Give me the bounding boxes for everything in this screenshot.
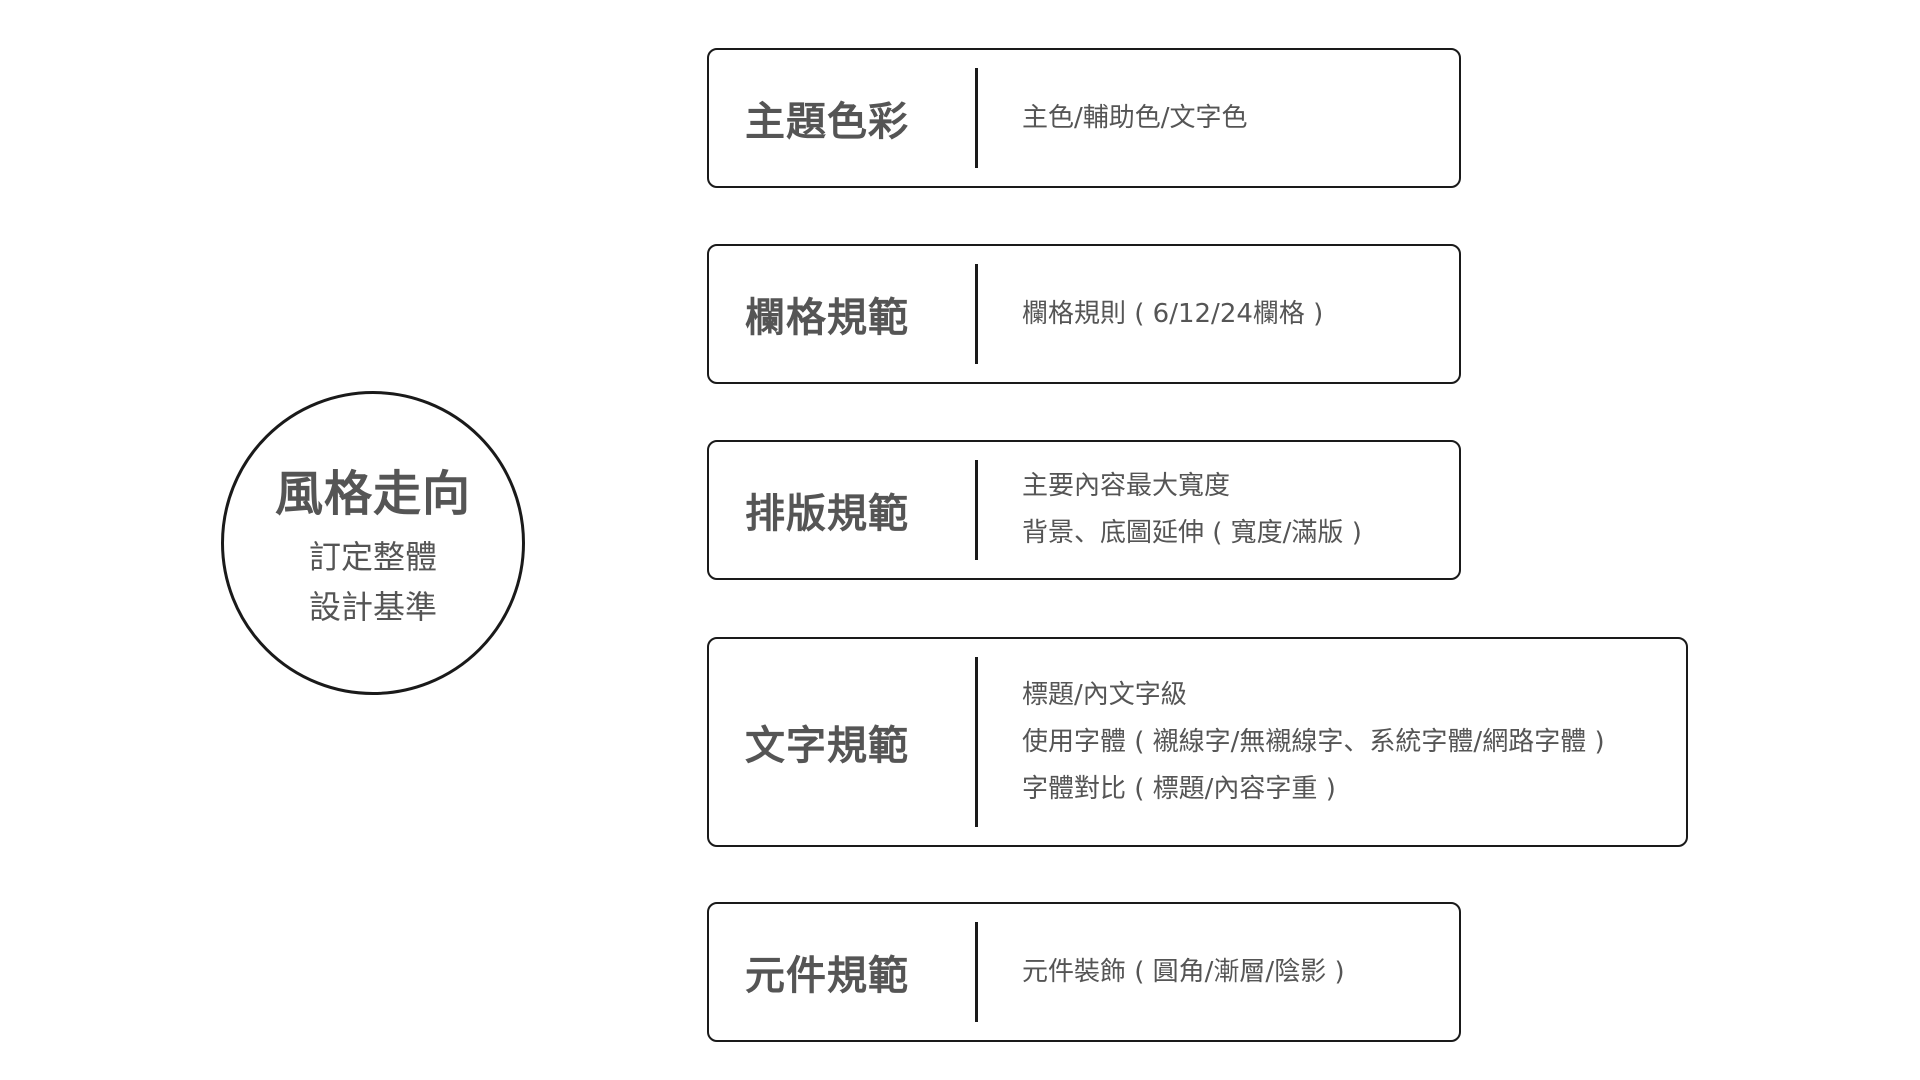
card-title: 排版規範 — [745, 491, 909, 537]
card-line: 元件裝飾 ( 圓角/漸層/陰影 ) — [1022, 956, 1345, 987]
card-line: 標題/內文字級 — [1022, 679, 1187, 710]
card-grid-spec: 欄格規範 欄格規則 ( 6/12/24欄格 ) — [707, 244, 1461, 384]
hub-circle: 風格走向 訂定整體 設計基準 — [221, 391, 525, 695]
card-typography-spec: 文字規範 標題/內文字級 使用字體 ( 襯線字/無襯線字、系統字體/網路字體 )… — [707, 637, 1688, 847]
card-title: 主題色彩 — [745, 99, 909, 145]
hub-title: 風格走向 — [274, 466, 471, 522]
card-title: 元件規範 — [745, 953, 909, 999]
card-component-spec: 元件規範 元件裝飾 ( 圓角/漸層/陰影 ) — [707, 902, 1461, 1042]
card-layout-spec: 排版規範 主要內容最大寬度 背景、底圖延伸 ( 寬度/滿版 ) — [707, 440, 1461, 580]
card-lines: 標題/內文字級 使用字體 ( 襯線字/無襯線字、系統字體/網路字體 ) 字體對比… — [1022, 639, 1666, 845]
card-theme-color: 主題色彩 主色/輔助色/文字色 — [707, 48, 1461, 188]
hub-subtitle-line-2: 設計基準 — [308, 588, 437, 626]
card-lines: 欄格規則 ( 6/12/24欄格 ) — [1022, 246, 1439, 382]
card-lines: 元件裝飾 ( 圓角/漸層/陰影 ) — [1022, 904, 1439, 1040]
card-line: 字體對比 ( 標題/內容字重 ) — [1022, 773, 1336, 804]
card-line: 主要內容最大寬度 — [1022, 471, 1231, 501]
card-divider — [975, 264, 978, 364]
card-lines: 主要內容最大寬度 背景、底圖延伸 ( 寬度/滿版 ) — [1022, 442, 1439, 578]
hub-subtitle-line-1: 訂定整體 — [308, 538, 437, 576]
card-line: 欄格規則 ( 6/12/24欄格 ) — [1022, 298, 1324, 329]
card-line: 背景、底圖延伸 ( 寬度/滿版 ) — [1022, 518, 1362, 548]
card-title: 欄格規範 — [745, 295, 909, 341]
card-line: 主色/輔助色/文字色 — [1022, 102, 1248, 133]
card-divider — [975, 460, 978, 560]
card-line: 使用字體 ( 襯線字/無襯線字、系統字體/網路字體 ) — [1022, 726, 1605, 757]
card-lines: 主色/輔助色/文字色 — [1022, 50, 1439, 186]
card-divider — [975, 922, 978, 1022]
card-divider — [975, 657, 978, 827]
card-divider — [975, 68, 978, 168]
card-title: 文字規範 — [745, 723, 909, 769]
